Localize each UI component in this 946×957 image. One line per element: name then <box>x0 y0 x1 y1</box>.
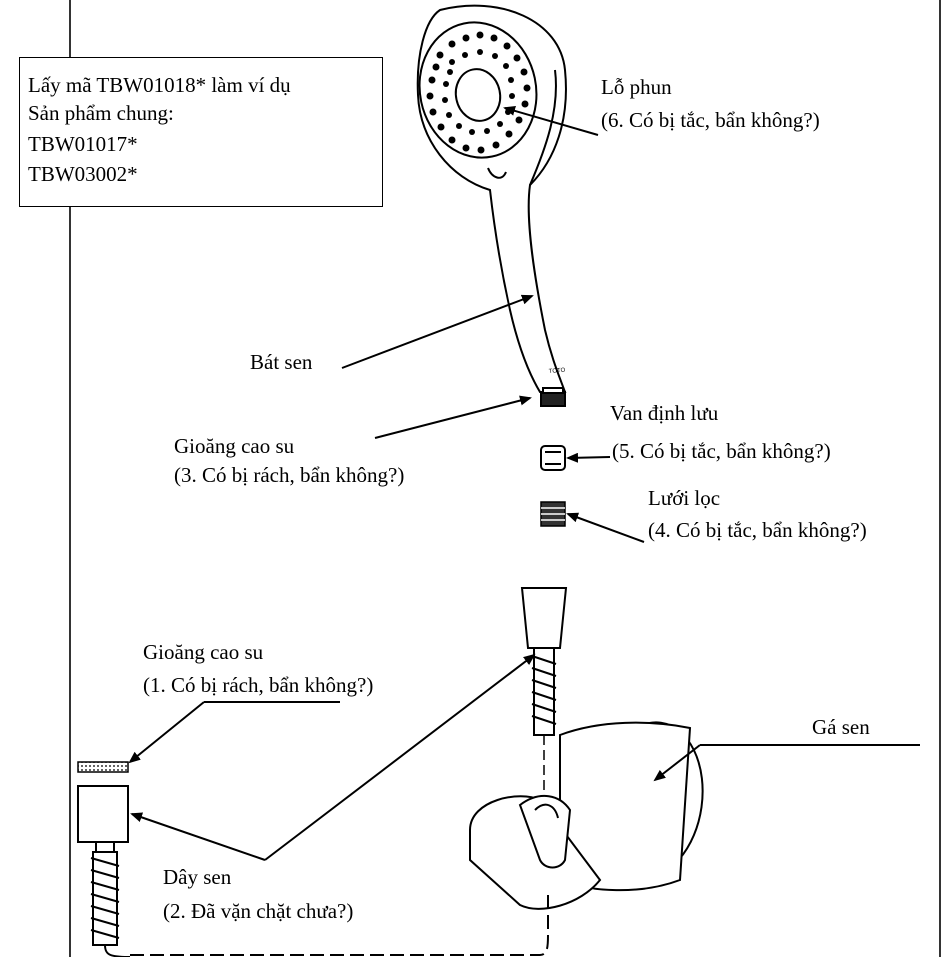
label-gasket-top-check: (3. Có bị rách, bẩn không?) <box>174 463 405 487</box>
bottom-hose-end <box>77 785 131 957</box>
label-filter-check: (4. Có bị tắc, bẩn không?) <box>648 518 867 542</box>
info-box: Lấy mã TBW01018* làm ví dụ Sản phẩm chun… <box>19 57 383 207</box>
label-hose-title: Dây sen <box>163 865 232 889</box>
info-model-1: TBW01017* <box>28 132 138 156</box>
bottom-gasket <box>77 761 129 773</box>
nozzle-holes <box>426 31 531 154</box>
brand-mark: TOTO <box>549 368 566 375</box>
flow-valve-part <box>540 445 566 471</box>
label-nozzle-check: (6. Có bị tắc, bẩn không?) <box>601 108 820 132</box>
label-filter-title: Lưới lọc <box>648 486 721 510</box>
shower-handset: TOTO <box>416 4 567 407</box>
label-gasket-bottom-check: (1. Có bị rách, bẩn không?) <box>143 673 374 697</box>
label-gasket-top-title: Gioăng cao su <box>174 434 295 458</box>
hose-loop <box>130 890 549 956</box>
label-flow-valve-title: Van định lưu <box>610 401 719 425</box>
info-model-2: TBW03002* <box>28 162 138 186</box>
info-common-products-heading: Sản phẩm chung: <box>28 101 174 125</box>
label-nozzle-title: Lỗ phun <box>601 75 672 99</box>
filter-part <box>540 501 566 527</box>
shower-holder <box>469 721 704 910</box>
info-example-model: Lấy mã TBW01018* làm ví dụ <box>28 73 291 97</box>
label-handset: Bát sen <box>250 350 313 374</box>
label-gasket-bottom-title: Gioăng cao su <box>143 640 264 664</box>
label-flow-valve-check: (5. Có bị tắc, bẩn không?) <box>612 439 831 463</box>
leader-arrows <box>128 105 920 861</box>
upper-hose-end <box>520 587 568 840</box>
label-hose-check: (2. Đã vặn chặt chưa?) <box>163 899 354 923</box>
label-holder: Gá sen <box>812 715 870 739</box>
